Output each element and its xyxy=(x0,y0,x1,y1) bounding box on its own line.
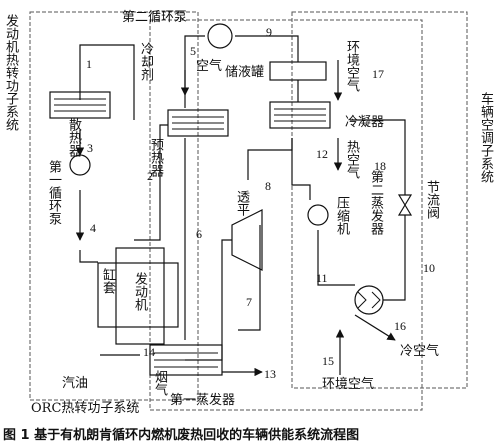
stream-11-number: 11 xyxy=(316,271,328,285)
air-label: 空气 xyxy=(196,59,223,74)
first-pump-symbol xyxy=(69,154,91,176)
stream-5-number: 5 xyxy=(190,44,196,58)
stream-1-pipe xyxy=(79,44,135,120)
ambient-air-top-label: 环境空气 xyxy=(344,40,359,92)
stream-13-number: 13 xyxy=(264,367,276,381)
first-evaporator-label: 第一蒸发器 xyxy=(170,393,236,408)
engine-block xyxy=(115,247,165,345)
first-pump-label: 第一循环泵 xyxy=(46,160,61,225)
stream-2-number: 2 xyxy=(147,169,153,183)
evaporator2-symbol xyxy=(354,285,384,315)
stream-10-number: 10 xyxy=(423,261,435,275)
stream-7-pipe xyxy=(238,225,261,331)
reservoir-label: 储液罐 xyxy=(225,65,265,80)
stream-7-number: 7 xyxy=(246,295,252,309)
stream-17-number: 17 xyxy=(372,67,384,81)
cold-air-label: 冷空气 xyxy=(400,344,440,359)
stream-12-pipe xyxy=(291,138,311,200)
stream-9-number: 9 xyxy=(266,25,272,39)
coolant-label: 冷却剂 xyxy=(138,42,153,81)
turbine-symbol xyxy=(231,209,263,271)
engine-subsystem-box xyxy=(29,11,199,401)
throttle-valve-label: 节流阀 xyxy=(424,180,439,219)
compressor-label: 压缩机 xyxy=(334,196,349,235)
stream-3-number: 3 xyxy=(87,141,93,155)
turbine-label: 透平 xyxy=(234,190,249,216)
ac-subsystem-label: 车辆空调子系统 xyxy=(478,92,493,183)
figure-caption: 图 1 基于有机朗肯循环内燃机废热回收的车辆供能系统流程图 xyxy=(3,428,360,443)
hot-air-label: 热空气 xyxy=(344,140,359,179)
throttle-valve-symbol xyxy=(397,194,413,216)
preheater-box xyxy=(167,109,229,137)
preheater-label: 预热器 xyxy=(148,138,163,177)
stream-18-number: 18 xyxy=(374,159,386,173)
jacket-to-radiator xyxy=(79,250,98,263)
valve-to-condenser xyxy=(350,119,406,195)
stream-6-number: 6 xyxy=(196,227,202,241)
orc-subsystem-box xyxy=(149,19,423,411)
engine-label: 发动机 xyxy=(132,272,147,311)
stream-14-number: 14 xyxy=(143,345,155,359)
condenser-box xyxy=(269,101,331,129)
stream-11-pipe xyxy=(317,230,355,286)
stream-15-number: 15 xyxy=(322,354,334,368)
stream-8-pipe xyxy=(247,138,293,180)
radiator-label: 散热器 xyxy=(66,118,81,157)
cylinder-jacket-label: 缸套 xyxy=(100,268,115,294)
evap1-link xyxy=(185,239,232,361)
cylinder-jacket xyxy=(97,262,179,328)
subsystem-boundaries xyxy=(29,11,468,411)
second-pump-symbol xyxy=(207,23,233,49)
stream-1-number: 1 xyxy=(86,57,92,71)
evaporator1-box xyxy=(149,344,223,376)
second-evaporator-label: 第二蒸发器 xyxy=(368,170,383,235)
stream-4-number: 4 xyxy=(90,221,96,235)
second-pump-label: 第二循环泵 xyxy=(122,10,188,25)
engine-subsystem-label: 发动机热转功子系统 xyxy=(3,14,18,131)
stream-8-number: 8 xyxy=(265,179,271,193)
reservoir-box xyxy=(269,61,327,81)
stream-16-number: 16 xyxy=(394,319,406,333)
ambient-air-bottom-label: 环境空气 xyxy=(322,377,375,392)
stream-12-number: 12 xyxy=(316,147,328,161)
compressor-symbol xyxy=(307,204,329,226)
orc-subsystem-label: ORC热转功子系统 xyxy=(30,401,141,416)
radiator-box xyxy=(49,91,111,119)
gasoline-label: 汽油 xyxy=(62,376,89,391)
exhaust-label: 烟气 xyxy=(152,370,167,396)
stream-16-pipe xyxy=(354,314,396,341)
condenser-label: 冷凝器 xyxy=(345,115,385,130)
engine-to-preheater xyxy=(159,124,168,138)
ac-subsystem-box xyxy=(291,11,468,389)
stream-2-pipe xyxy=(134,138,161,241)
pump2-to-reservoir xyxy=(235,35,299,62)
stream-10-pipe xyxy=(383,215,406,301)
